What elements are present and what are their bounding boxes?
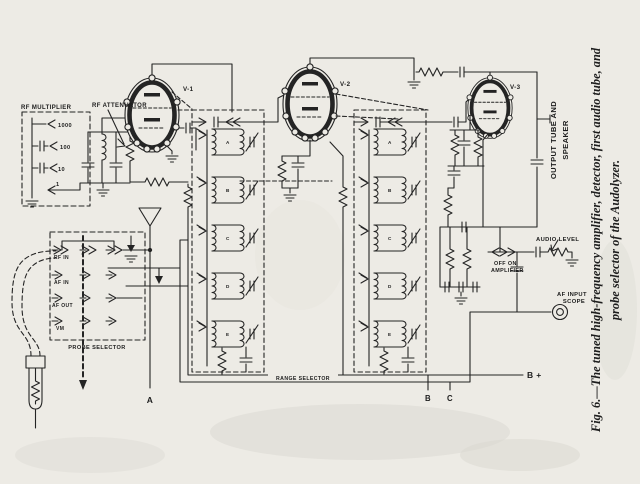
tube-v2-label: V-2 [340, 81, 351, 88]
col2-coil-c-label: C [388, 236, 392, 241]
figure-caption-line1: Fig. 6.—The tuned high-frequency amplifi… [589, 47, 603, 433]
mult-100-label: 100 [60, 145, 71, 151]
c-terminal-label: C [447, 394, 453, 403]
col1-coil-c-label: C [226, 236, 230, 241]
probe-row-vm-label: VM [56, 326, 64, 332]
range-column-2 [354, 98, 470, 375]
rf-multiplier-label: RF MULTIPLIER [21, 105, 72, 111]
b-terminal-label: B [425, 394, 431, 403]
col1-coil-b-label: B [226, 188, 230, 193]
col1-coil-a-label: A [226, 140, 230, 145]
a-terminal-label: A [147, 395, 154, 405]
probe-selector-label: PROBE SELECTOR [68, 345, 125, 351]
b-plus-terminal-label: B + [527, 370, 542, 380]
mult-1-label: 1 [56, 182, 60, 188]
audio-level-label: AUDIO LEVEL [536, 237, 579, 243]
tube-v3-label: V-3 [510, 84, 521, 91]
tube-v1-symbol [124, 75, 180, 152]
v2-grid-dashed-lead [336, 94, 428, 119]
tube-v1-label: V-1 [183, 86, 194, 93]
test-probe [12, 251, 56, 428]
output-tube-label-line1: OUTPUT TUBE AND [549, 101, 558, 179]
probe-row-af-in-label: AF IN [54, 280, 69, 286]
tube-v3-symbol [465, 73, 515, 141]
col2-coil-e-label: E [388, 332, 391, 337]
probe-row-af-out-label: AF OUT [52, 303, 73, 309]
output-tube-label-line2: SPEAKER [561, 120, 570, 160]
col2-coil-d-label: D [388, 284, 392, 289]
col1-coil-e-label: E [226, 332, 229, 337]
probe-selector-box [50, 232, 188, 390]
figure-caption-line2: probe selector of the Audolyzer. [608, 160, 622, 321]
mult-1000-label: 1000 [58, 123, 72, 129]
rf-multiplier-box [22, 112, 90, 208]
bus-lines [180, 210, 551, 390]
col2-coil-b-label: B [388, 188, 392, 193]
col2-coil-a-label: A [388, 140, 392, 145]
range-column-1 [192, 94, 286, 375]
v2-cathode-network [240, 140, 348, 375]
probe-row-rf-in-label: RF IN [54, 255, 69, 261]
v1-grid-dashed-lead [172, 92, 192, 110]
range-selector-label: RANGE SELECTOR [276, 376, 330, 382]
amplifier-label: AMPLIFIER [491, 268, 524, 274]
schematic-drawing [12, 58, 579, 428]
af-input-label: AF INPUT [557, 292, 587, 298]
scope-label: SCOPE [563, 299, 585, 305]
audio-output-network [440, 227, 579, 320]
off-on-label: OFF ON [494, 261, 517, 267]
mult-10-label: 10 [58, 167, 65, 173]
col1-coil-d-label: D [226, 284, 230, 289]
tube-v2-symbol [282, 64, 338, 141]
scan-noise [15, 200, 637, 473]
rf-attenuator-label: RF ATTENUATOR [92, 103, 147, 109]
